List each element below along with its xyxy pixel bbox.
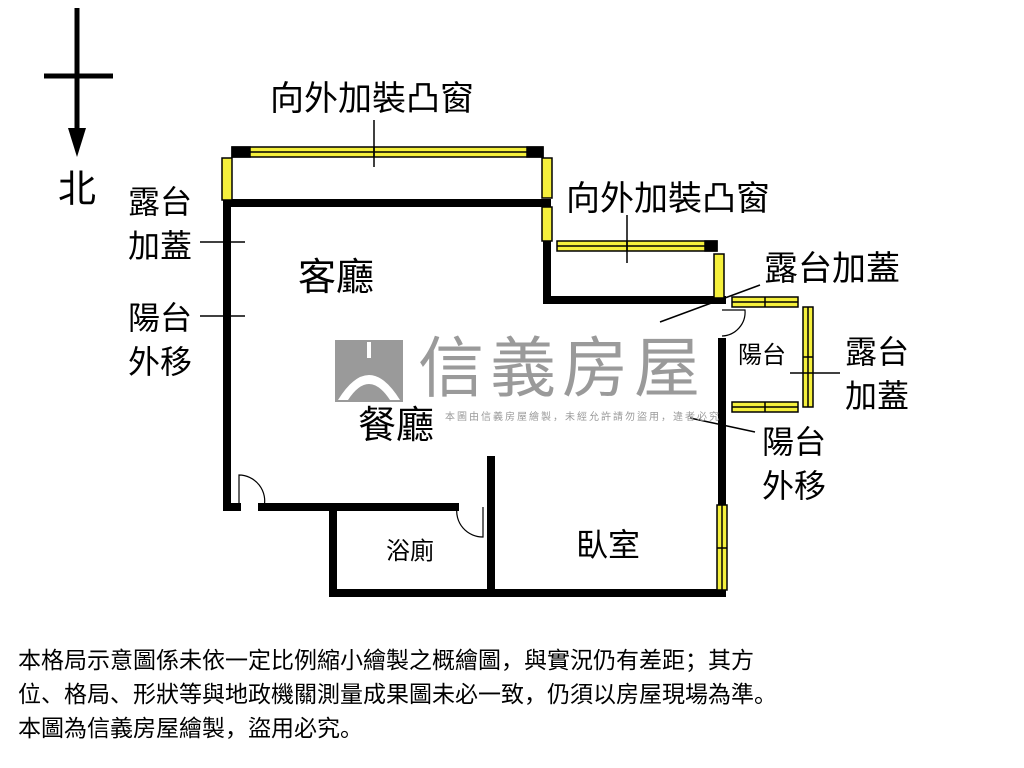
room-balcony: 陽台 xyxy=(738,341,786,369)
label-line: 加蓋 xyxy=(845,377,910,415)
doors xyxy=(238,309,746,538)
door-swing xyxy=(456,506,484,538)
label-line: 外移 xyxy=(762,467,827,505)
room-dining: 餐廳 xyxy=(358,403,435,447)
window xyxy=(713,253,725,299)
label-bay-window-right: 向外加裝凸窗 xyxy=(566,179,770,219)
window xyxy=(541,206,553,242)
label-balcony-move-right: 陽台 外移 xyxy=(762,420,842,508)
watermark-logo xyxy=(335,340,403,402)
window xyxy=(541,157,553,199)
windows xyxy=(221,146,814,591)
walls xyxy=(223,199,726,597)
label-line: 外移 xyxy=(128,343,193,381)
north-arrow-icon xyxy=(44,8,113,157)
disclaimer-line: 本格局示意圖係未依一定比例縮小繪製之概繪圖，與實況仍有差距；其方 xyxy=(18,648,754,674)
room-living: 客廳 xyxy=(298,255,375,299)
window xyxy=(221,157,233,201)
disclaimer-line: 本圖為信義房屋繪製，盜用必究。 xyxy=(18,716,363,742)
watermark-brand: 信義房屋 xyxy=(418,330,706,407)
label-bay-window-top: 向外加裝凸窗 xyxy=(270,79,474,119)
disclaimer: 本格局示意圖係未依一定比例縮小繪製之概繪圖，與實況仍有差距；其方 位、格局、形狀… xyxy=(18,644,1018,746)
label-line: 陽台 xyxy=(762,423,827,461)
leader-lines xyxy=(200,120,840,433)
door-swing xyxy=(238,474,266,508)
label-balcony-move-left: 陽台 外移 xyxy=(128,296,208,384)
compass-label: 北 xyxy=(58,167,97,211)
disclaimer-line: 位、格局、形狀等與地政機關測量成果圖未必一致，仍須以房屋現場為準。 xyxy=(18,682,777,708)
label-terrace-cover-left: 露台 加蓋 xyxy=(128,180,208,268)
label-line: 加蓋 xyxy=(128,227,193,265)
door-swing xyxy=(721,309,746,337)
watermark-notice: 本圖由信義房屋繪製，未經允許請勿盜用，違者必究 xyxy=(445,412,721,423)
label-line: 露台 xyxy=(128,183,193,221)
label-terrace-cover-right: 露台 加蓋 xyxy=(845,330,925,418)
label-terrace-cover-right-top: 露台加蓋 xyxy=(764,249,900,289)
room-bath: 浴廁 xyxy=(386,537,434,565)
label-line: 露台 xyxy=(845,333,910,371)
label-line: 陽台 xyxy=(128,299,193,337)
room-bedroom: 臥室 xyxy=(576,526,641,564)
